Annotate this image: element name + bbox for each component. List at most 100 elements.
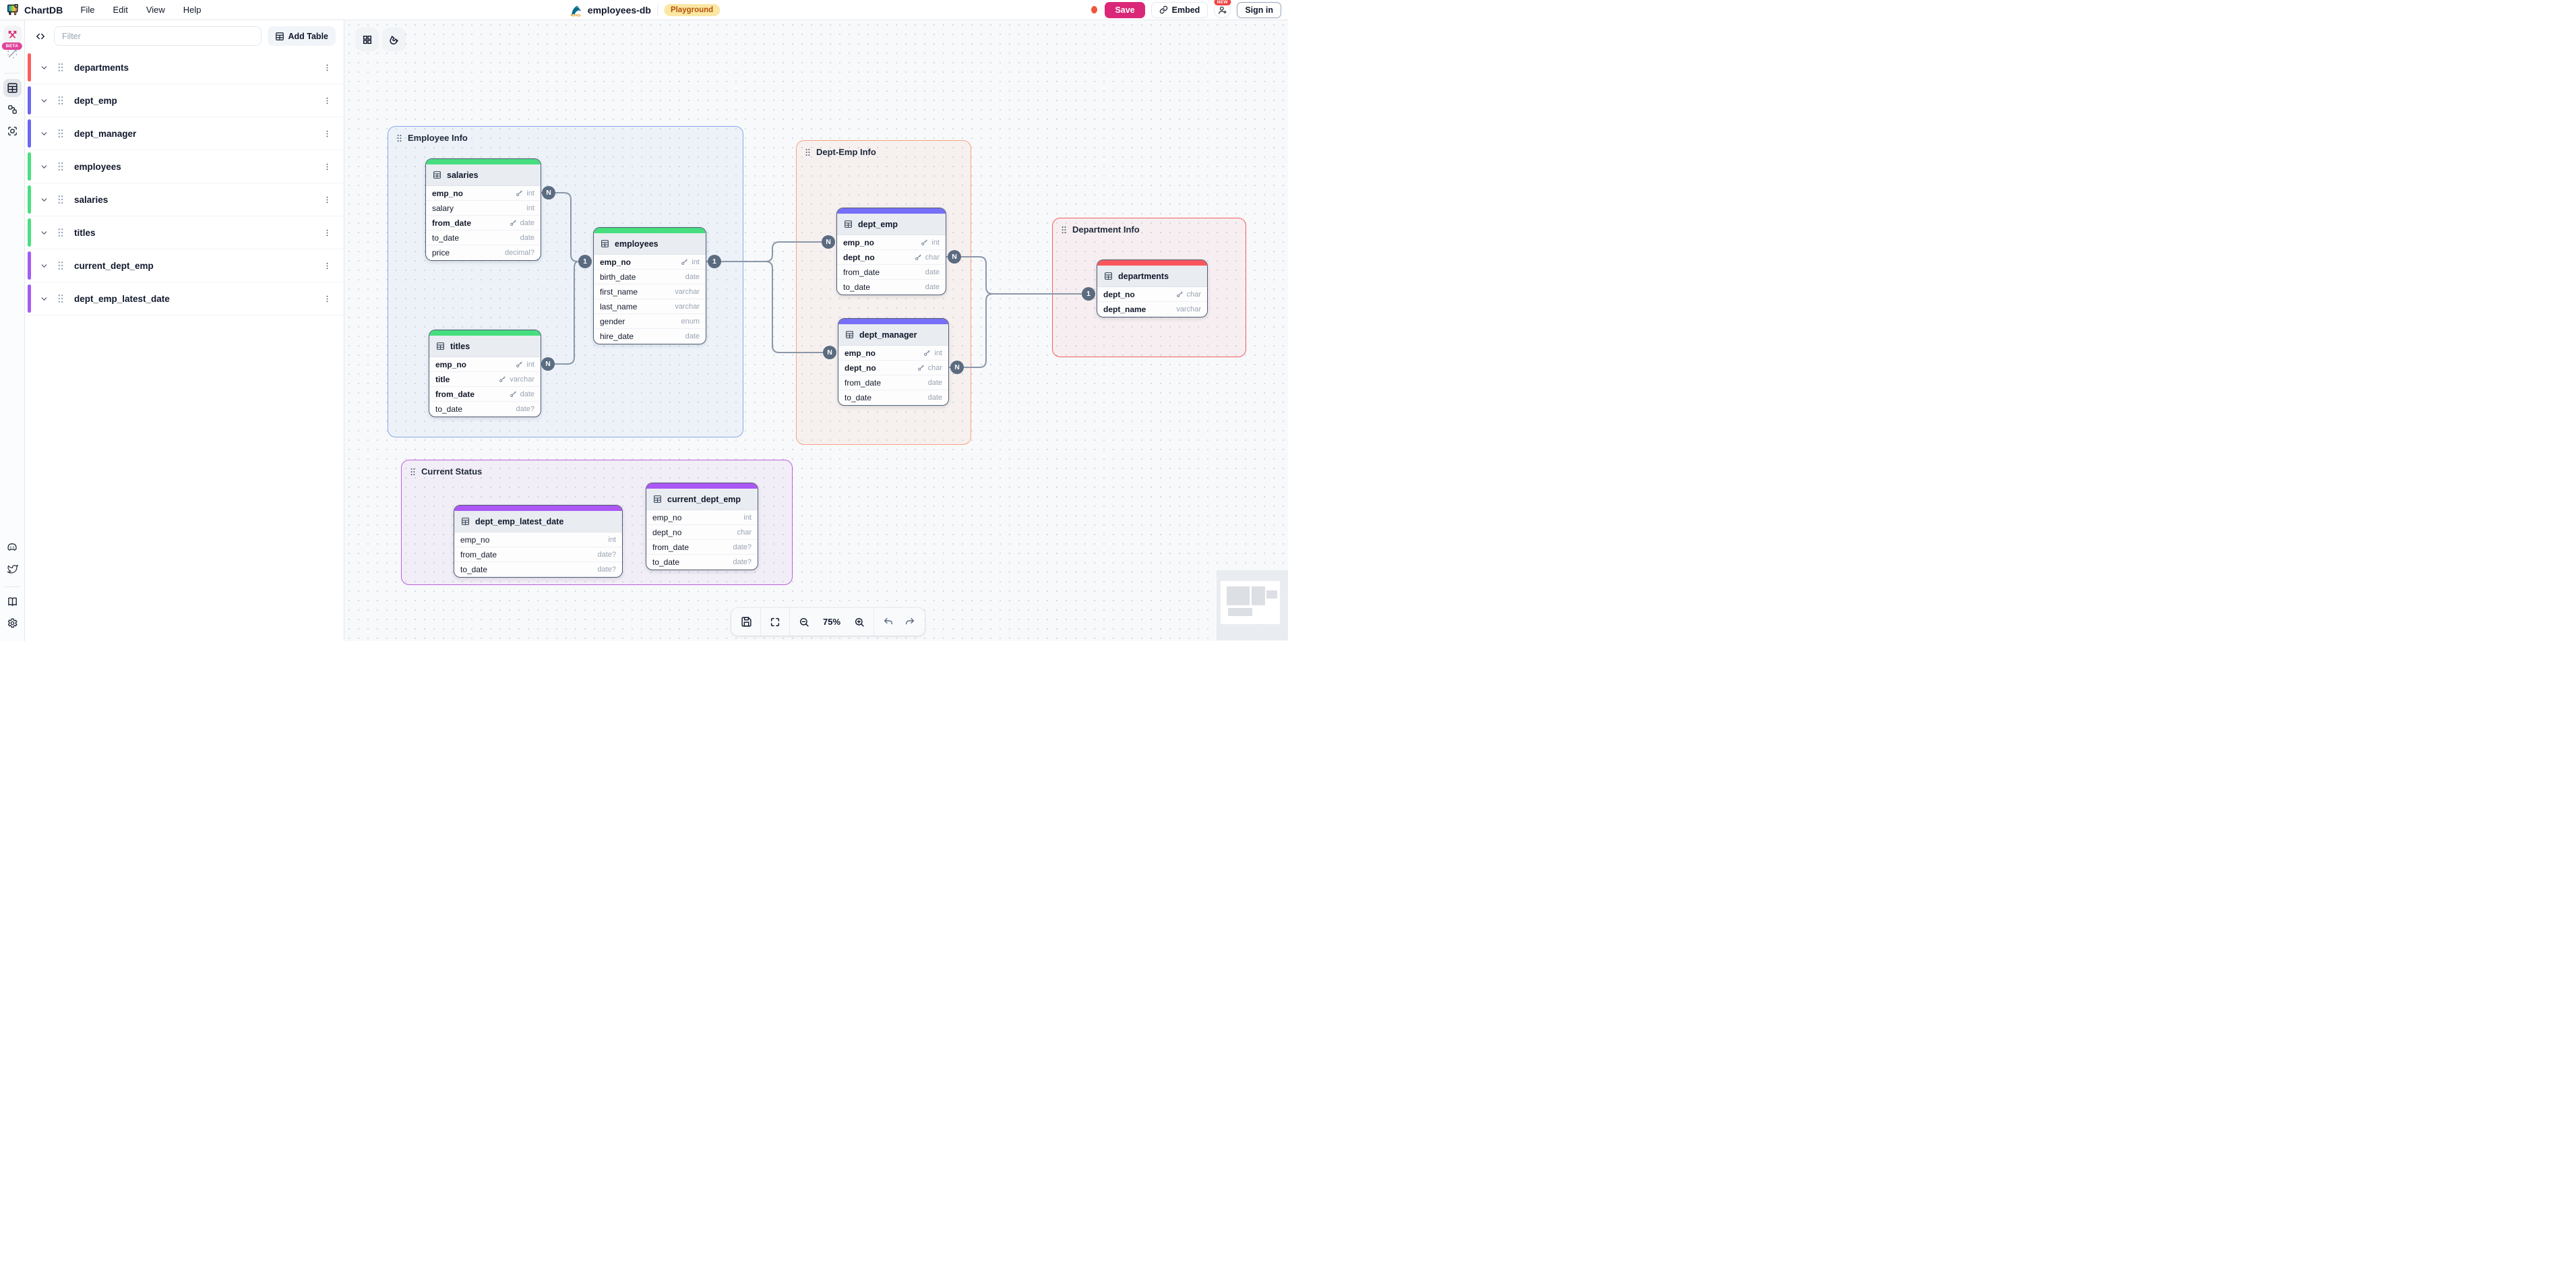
sidebar-table-row-employees[interactable]: employees [25,150,344,183]
drag-handle-icon[interactable] [57,261,64,270]
drag-handle-icon[interactable] [57,162,64,171]
sidebar-table-row-dept_emp[interactable]: dept_emp [25,84,344,117]
table-header[interactable]: dept_emp [837,214,946,235]
table-menu-icon[interactable] [320,193,334,207]
table-header[interactable]: dept_manager [838,324,948,346]
embed-button[interactable]: Embed [1151,1,1208,18]
relationships-panel-button[interactable] [3,100,22,119]
drag-handle-icon[interactable] [57,195,64,204]
sidebar-table-row-dept_manager[interactable]: dept_manager [25,117,344,150]
sidebar-table-row-titles[interactable]: titles [25,216,344,249]
signin-button[interactable]: Sign in [1237,1,1281,18]
sidebar-table-row-salaries[interactable]: salaries [25,183,344,216]
filter-input[interactable] [54,26,262,46]
table-menu-icon[interactable] [320,94,334,108]
menu-view[interactable]: View [146,5,165,15]
table-menu-icon[interactable] [320,160,334,174]
table-header[interactable]: titles [429,336,541,357]
zoom-out-button[interactable] [793,611,815,633]
drag-handle-icon[interactable] [57,228,64,237]
chevron-down-icon[interactable] [40,162,49,171]
invite-button[interactable]: NEW [1214,0,1231,18]
zoom-level[interactable]: 75% [823,617,841,627]
chevron-down-icon[interactable] [40,63,49,72]
diagram-canvas[interactable]: 75% [344,20,1288,641]
tables-panel-button[interactable] [3,79,22,97]
docs-button[interactable] [3,592,22,611]
diagram-title[interactable]: employees-db [587,4,651,16]
table-menu-icon[interactable] [320,61,334,75]
table-menu-icon[interactable] [320,226,334,240]
chevron-down-icon[interactable] [40,195,49,204]
drag-handle-icon[interactable] [57,63,64,72]
menu-help[interactable]: Help [183,5,202,15]
menu-edit[interactable]: Edit [113,5,128,15]
group-drag-handle-icon[interactable] [1061,226,1067,234]
chevron-down-icon[interactable] [40,129,49,138]
add-table-button[interactable]: Add Table [267,26,336,46]
undo-button[interactable] [878,611,899,633]
fit-view-button[interactable] [764,611,786,633]
drag-handle-icon[interactable] [57,129,64,138]
collapse-sidebar-button[interactable] [33,30,48,43]
dependencies-panel-button[interactable] [3,122,22,140]
drag-handle-icon[interactable] [57,294,64,303]
chevron-down-icon[interactable] [40,262,49,270]
group-drag-handle-icon[interactable] [410,468,416,476]
table-menu-icon[interactable] [320,259,334,273]
table-menu-icon[interactable] [320,292,334,306]
settings-button[interactable] [3,614,22,632]
sidebar-table-row-dept_emp_latest_date[interactable]: dept_emp_latest_date [25,282,344,315]
editor-tools-button[interactable] [3,26,22,44]
discord-button[interactable] [3,538,22,556]
table-header[interactable]: dept_emp_latest_date [454,511,622,532]
table-header[interactable]: current_dept_emp [646,489,758,510]
zoom-in-button[interactable] [849,611,870,633]
twitter-button[interactable] [3,559,22,578]
table-header[interactable]: departments [1097,266,1207,287]
group-drag-handle-icon[interactable] [805,148,811,156]
reorder-tables-button[interactable] [356,28,378,51]
ai-assistant-button[interactable]: BETA [1,42,23,63]
sidebar-table-row-current_dept_emp[interactable]: current_dept_emp [25,249,344,282]
table-menu-icon[interactable] [320,127,334,141]
group-drag-handle-icon[interactable] [396,134,402,142]
snap-to-grid-button[interactable] [383,28,405,51]
chevron-down-icon[interactable] [40,228,49,237]
chevron-down-icon[interactable] [40,96,49,105]
